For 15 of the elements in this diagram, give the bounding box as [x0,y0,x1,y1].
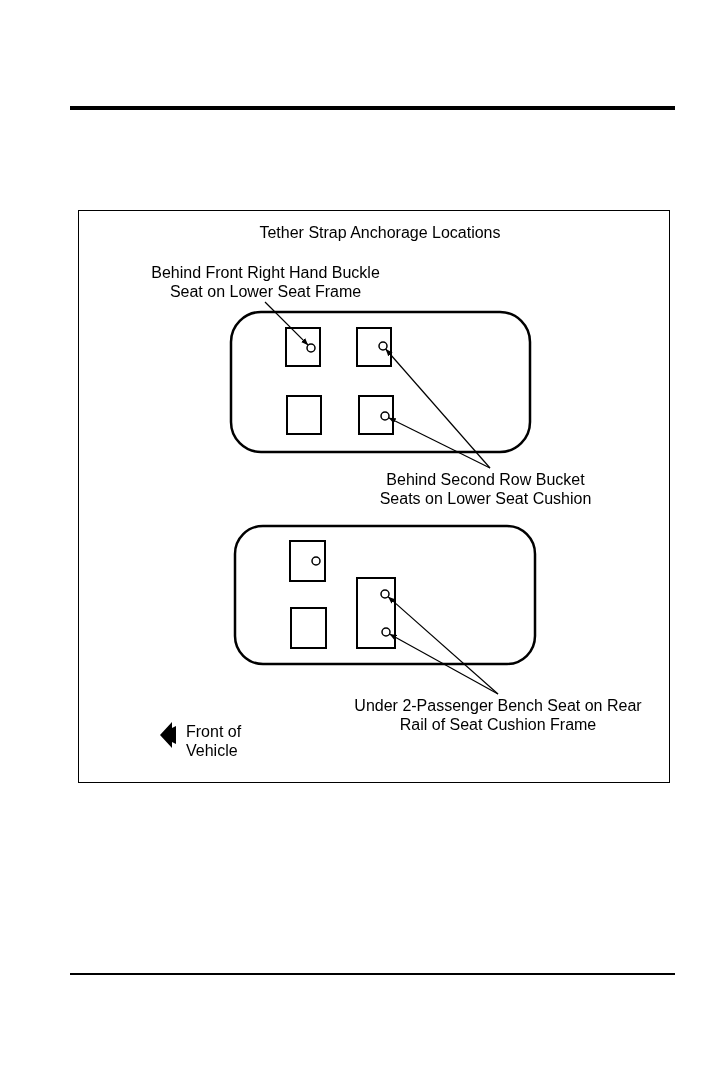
anchor-point [306,343,316,353]
figure-title: Tether Strap Anchorage Locations [258,223,502,242]
anchor-point [380,589,390,599]
direction-label: Front of Vehicle [186,722,243,760]
leader-line [264,301,309,346]
callout-text: Behind Front Right Hand Buckle Seat on Lower Seat Frame [143,263,388,301]
callout-text: Behind Second Row Bucket Seats on Lower Seat Cushion [368,470,603,508]
leader-line [387,596,499,695]
anchor-point [381,627,391,637]
leader-line [387,417,491,469]
anchor-point [380,411,390,421]
leader-line [385,348,491,469]
callout-text: Under 2-Passenger Bench Seat on Rear Rail of Seat Cushion Frame [352,696,644,734]
anchor-point [378,341,388,351]
leader-line [388,633,499,695]
